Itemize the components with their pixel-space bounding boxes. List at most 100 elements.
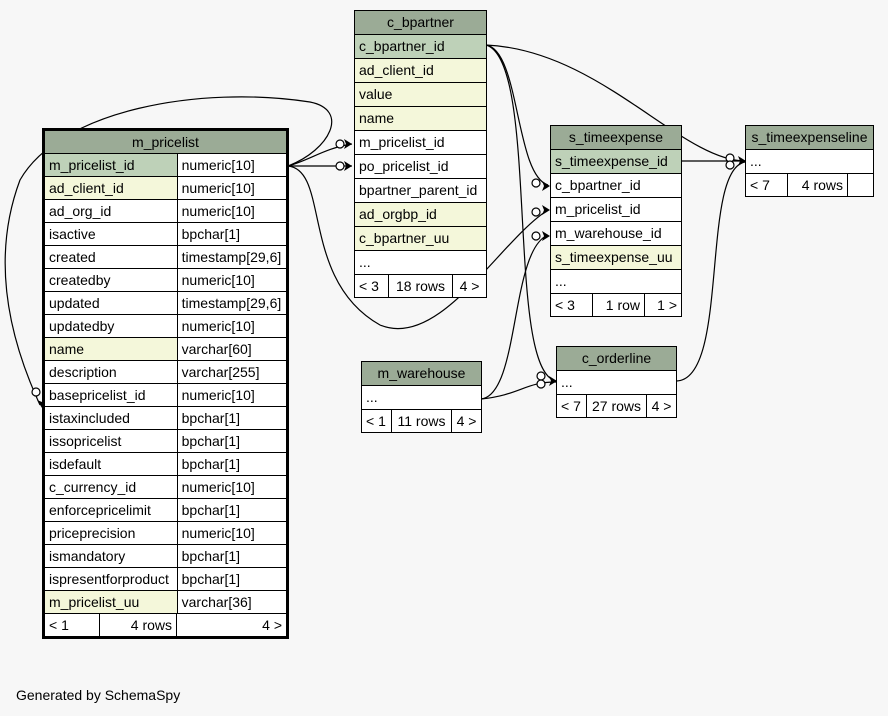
parents-count: < 3 [354, 274, 389, 298]
column-name: c_bpartner_id [550, 173, 682, 198]
children-count: 1 > [644, 293, 682, 317]
table-row[interactable]: bpartner_parent_id [354, 178, 487, 203]
table-row[interactable]: c_bpartner_id [550, 173, 682, 198]
parents-count: < 7 [556, 394, 587, 418]
column-name: ad_orgbp_id [354, 202, 487, 227]
row-count: 27 rows [586, 394, 647, 418]
column-type: bpchar[1] [176, 222, 289, 246]
table-c-orderline[interactable]: c_orderline ... < 7 27 rows 4 > [555, 346, 678, 418]
column-name: c_bpartner_uu [354, 226, 487, 251]
table-row[interactable]: ... [361, 385, 482, 410]
row-count: 11 rows [391, 409, 452, 433]
column-name: bpartner_parent_id [354, 178, 487, 203]
parents-count: < 3 [550, 293, 593, 317]
column-name: ad_client_id [43, 176, 178, 200]
edge-orderline-bpartner [485, 44, 557, 382]
column-name: name [43, 337, 178, 361]
column-type: bpchar[1] [176, 452, 289, 476]
column-type: numeric[10] [176, 383, 289, 407]
edge-timeexpense-bpartner [485, 44, 549, 186]
column-name: ... [361, 385, 482, 410]
table-row[interactable]: ... [550, 269, 682, 294]
column-type: numeric[10] [176, 268, 289, 292]
column-name: isdefault [43, 452, 178, 476]
table-row[interactable]: ... [745, 149, 874, 174]
table-title: c_orderline [555, 346, 678, 371]
column-name: m_pricelist_id [354, 130, 487, 155]
column-name: m_pricelist_id [43, 153, 178, 177]
column-name: m_pricelist_id [550, 197, 682, 222]
table-row[interactable]: m_warehouse_id [550, 221, 682, 246]
column-name: value [354, 82, 487, 107]
parents-count: < 1 [45, 614, 100, 636]
column-type: numeric[10] [176, 153, 289, 177]
column-type: varchar[255] [176, 360, 289, 384]
column-name: issopricelist [43, 429, 178, 453]
edge-timeexpenseline-orderline [675, 161, 746, 382]
table-row[interactable]: po_pricelist_id [354, 154, 487, 179]
column-name: updatedby [43, 314, 178, 338]
column-type: numeric[10] [176, 176, 289, 200]
table-row[interactable]: c_bpartner_uu [354, 226, 487, 251]
column-type: timestamp[29,6] [176, 245, 289, 269]
column-type: varchar[36] [176, 590, 289, 614]
column-type: bpchar[1] [176, 498, 289, 522]
table-row[interactable]: s_timeexpense_uu [550, 245, 682, 270]
column-name: s_timeexpense_id [550, 149, 682, 174]
column-name: basepricelist_id [43, 383, 178, 407]
table-m-warehouse[interactable]: m_warehouse ... < 1 11 rows 4 > [361, 361, 482, 433]
column-name: po_pricelist_id [354, 154, 487, 179]
column-name: ... [550, 269, 682, 294]
table-row[interactable]: name [354, 106, 487, 131]
column-type: numeric[10] [176, 314, 289, 338]
table-row[interactable]: c_bpartner_id [354, 34, 487, 59]
table-title: s_timeexpense [550, 125, 682, 150]
parents-count: < 1 [361, 409, 392, 433]
row-count: 4 rows [99, 614, 177, 636]
table-row[interactable]: ad_orgbp_id [354, 202, 487, 227]
column-type: bpchar[1] [176, 544, 289, 568]
column-name: s_timeexpense_uu [550, 245, 682, 270]
column-name: created [43, 245, 178, 269]
column-name: ad_client_id [354, 58, 487, 83]
generated-by-note: Generated by SchemaSpy [16, 687, 181, 703]
table-s-timeexpenseline[interactable]: s_timeexpenseline ... < 7 4 rows [745, 125, 874, 197]
table-row[interactable]: ... [555, 370, 678, 395]
children-count [847, 173, 874, 197]
table-row[interactable]: m_pricelist_id [354, 130, 487, 155]
children-count: 4 > [451, 409, 482, 433]
row-count: 4 rows [787, 173, 848, 197]
column-name: m_pricelist_uu [43, 590, 178, 614]
column-name: ismandatory [43, 544, 178, 568]
table-row[interactable]: value [354, 82, 487, 107]
table-row[interactable]: ad_client_id [354, 58, 487, 83]
column-name: description [43, 360, 178, 384]
table-row[interactable]: m_pricelist_id [550, 197, 682, 222]
table-row[interactable]: ... [354, 250, 487, 275]
table-row[interactable]: s_timeexpense_id [550, 149, 682, 174]
row-count: 18 rows [388, 274, 453, 298]
